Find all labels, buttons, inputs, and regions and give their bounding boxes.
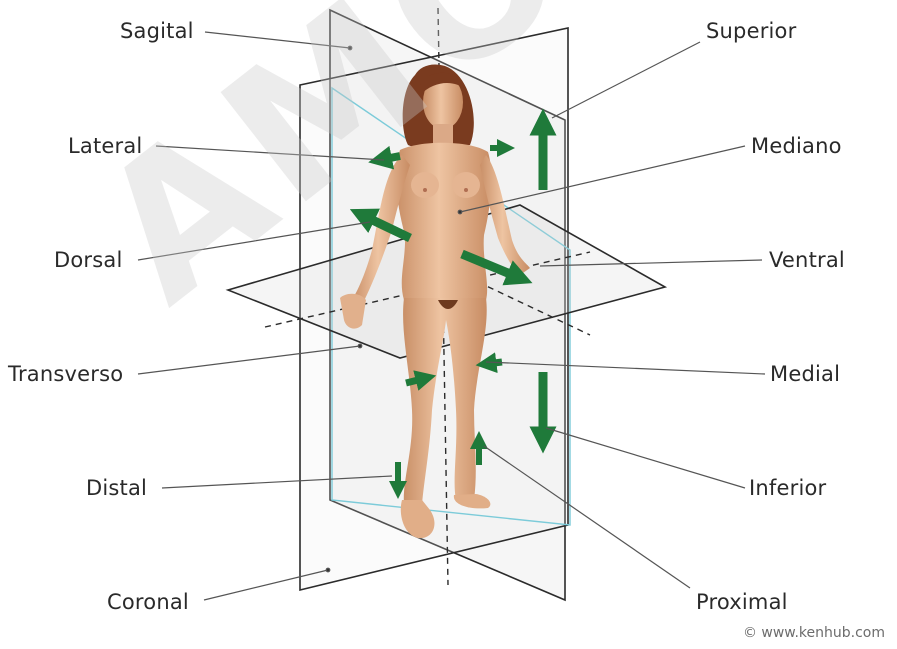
label-coronal: Coronal: [107, 590, 189, 614]
medial-arrow-left: [406, 378, 426, 383]
label-medial: Medial: [770, 362, 840, 386]
label-sagital: Sagital: [120, 19, 194, 43]
credit-text: © www.kenhub.com: [743, 625, 885, 641]
label-lateral: Lateral: [68, 134, 142, 158]
label-transverso: Transverso: [8, 362, 123, 386]
label-superior: Superior: [706, 19, 796, 43]
label-inferior: Inferior: [749, 476, 826, 500]
label-mediano: Mediano: [751, 134, 842, 158]
label-proximal: Proximal: [696, 590, 788, 614]
label-distal: Distal: [86, 476, 147, 500]
label-ventral: Ventral: [769, 248, 845, 272]
label-dorsal: Dorsal: [54, 248, 123, 272]
